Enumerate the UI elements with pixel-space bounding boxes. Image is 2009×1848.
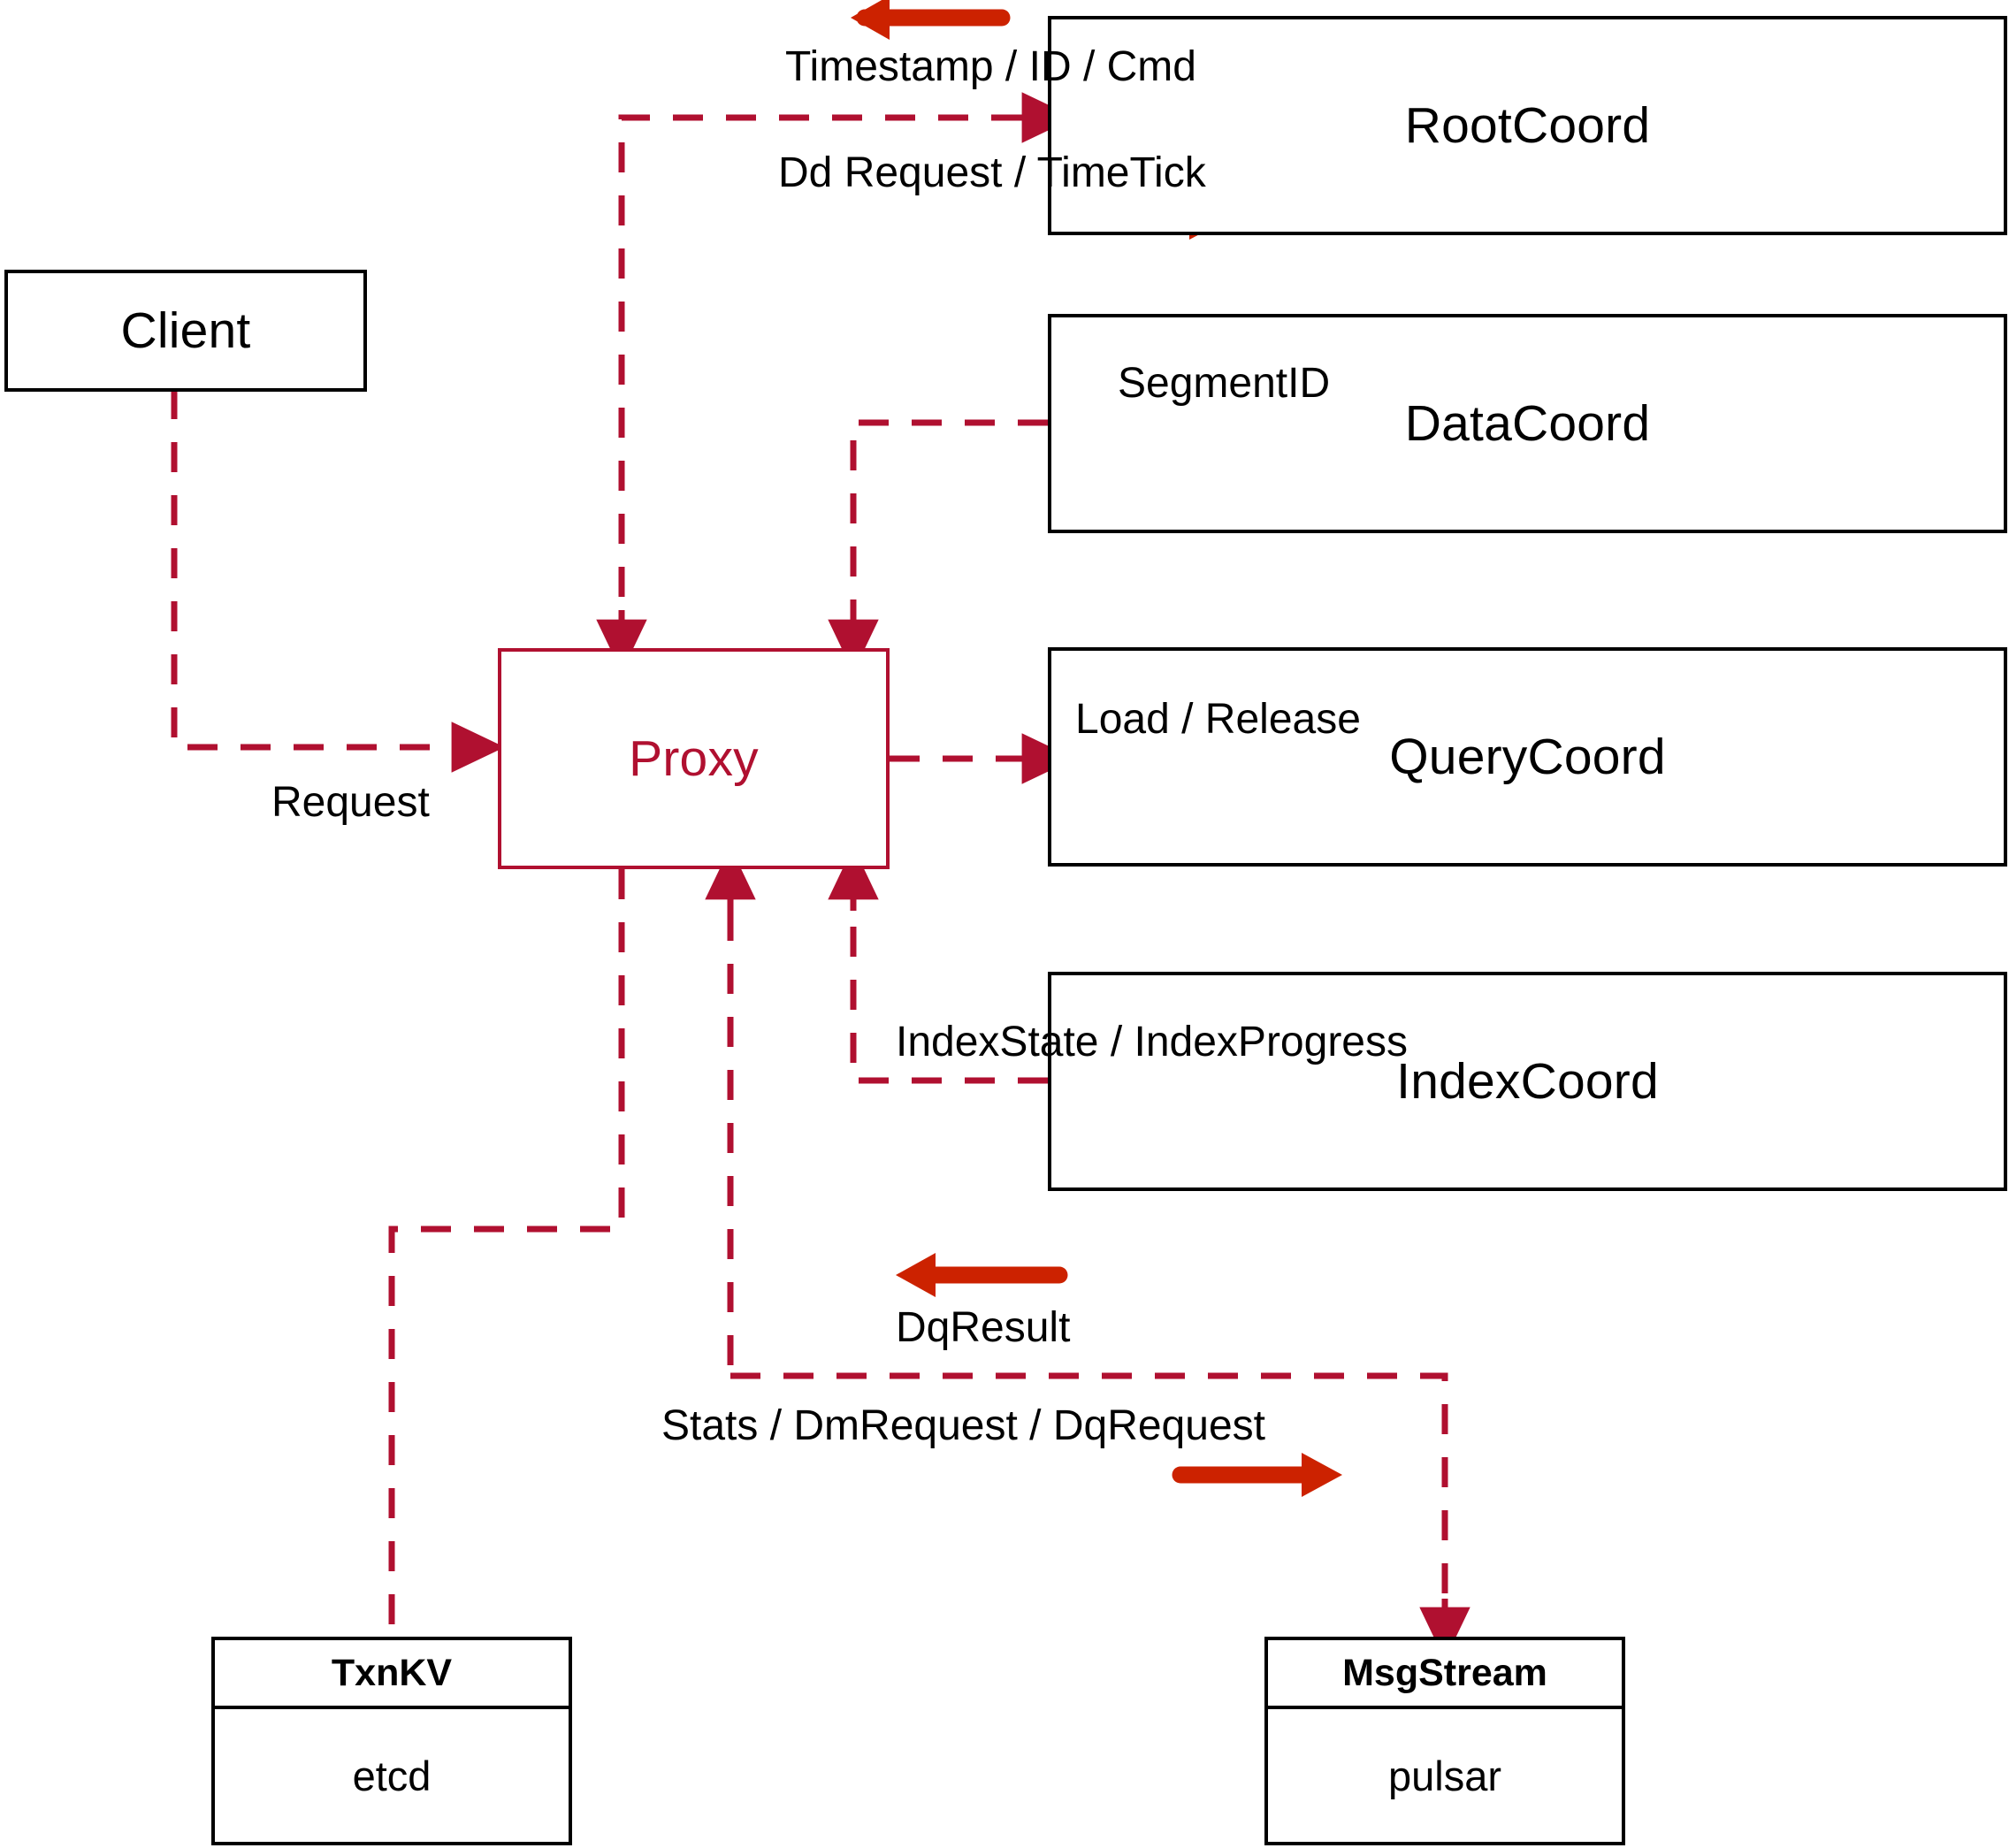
edge-label-stats-dmrequest-dqrequest: Stats / DmRequest / DqRequest [661, 1402, 1265, 1449]
node-query-coord[interactable]: QueryCoord [1048, 647, 2007, 867]
edge-indexstate-indexprogress [850, 911, 1048, 1084]
node-client-label: Client [120, 302, 251, 359]
node-client[interactable]: Client [4, 270, 367, 392]
direction-arrow-stats-right [1172, 1453, 1342, 1497]
edge-stats-dmrequest-dqrequest [730, 1372, 1448, 1599]
node-msgstream-header-label: MsgStream [1342, 1651, 1547, 1694]
node-proxy[interactable]: Proxy [498, 648, 890, 869]
edge-dd-request-timetick [618, 114, 1019, 650]
edge-proxy-txnkv [388, 869, 625, 1637]
edge-label-segmentid: SegmentID [1118, 360, 1331, 407]
edge-label-indexstate-indexprogress: IndexState / IndexProgress [896, 1019, 1408, 1065]
edge-label-dd-request-timetick: Dd Request / TimeTick [778, 149, 1206, 196]
node-txnkv-header-label: TxnKV [331, 1651, 453, 1694]
edge-segmentid [850, 419, 1048, 610]
node-data-coord-label: DataCoord [1404, 395, 1651, 452]
node-index-coord[interactable]: IndexCoord [1048, 972, 2007, 1191]
edge-request [171, 389, 505, 773]
edge-label-request: Request [271, 779, 430, 826]
edge-label-dqresult: DqResult [896, 1304, 1071, 1351]
node-query-coord-label: QueryCoord [1389, 729, 1666, 785]
node-root-coord[interactable]: RootCoord [1048, 16, 2007, 235]
node-txnkv-body-label: etcd [352, 1752, 432, 1799]
node-msgstream-body-label: pulsar [1387, 1752, 1501, 1799]
node-msgstream[interactable]: MsgStream pulsar [1264, 1637, 1625, 1845]
node-txnkv[interactable]: TxnKV etcd [211, 1637, 572, 1845]
node-root-coord-label: RootCoord [1404, 97, 1651, 154]
direction-arrow-timestamp-left [851, 0, 1011, 40]
node-msgstream-header: MsgStream [1268, 1640, 1622, 1709]
node-txnkv-header: TxnKV [215, 1640, 569, 1709]
node-data-coord[interactable]: DataCoord [1048, 314, 2007, 533]
edge-label-load-release: Load / Release [1075, 696, 1361, 743]
edge-label-timestamp-id-cmd: Timestamp / ID / Cmd [785, 43, 1196, 90]
node-txnkv-body: etcd [215, 1709, 569, 1842]
node-msgstream-body: pulsar [1268, 1709, 1622, 1842]
direction-arrow-dqresult-left [896, 1253, 1068, 1297]
node-proxy-label: Proxy [629, 730, 759, 787]
node-index-coord-label: IndexCoord [1396, 1053, 1659, 1110]
